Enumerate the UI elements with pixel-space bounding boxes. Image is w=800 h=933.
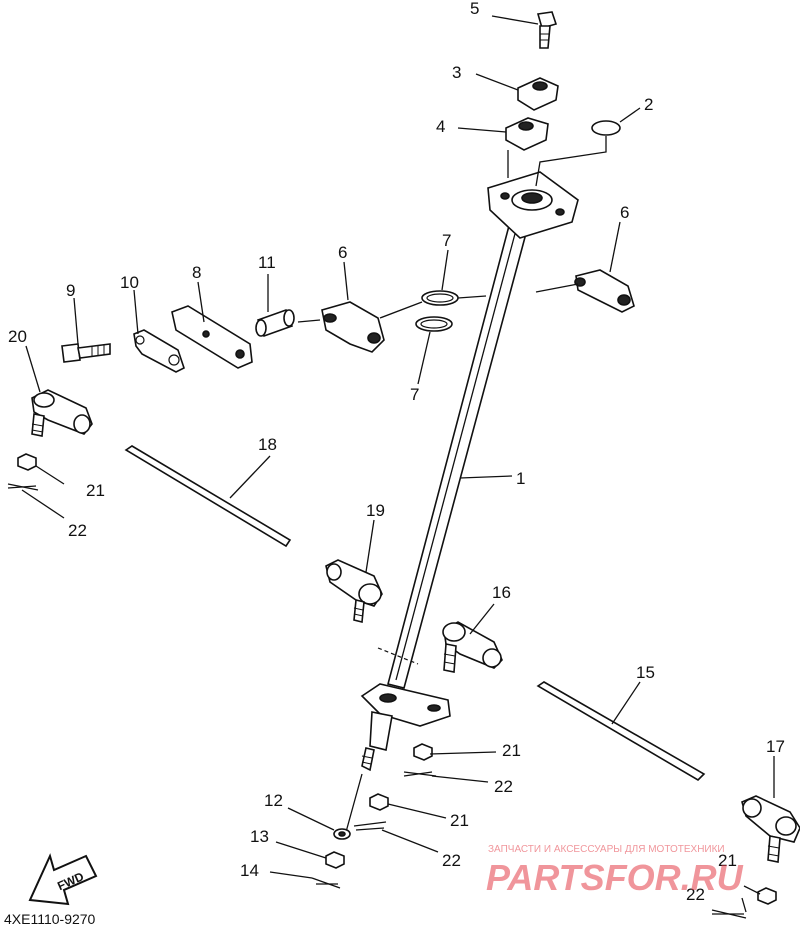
- callout-22-right: 22: [686, 885, 705, 904]
- cotter-pin-right: [711, 909, 747, 919]
- callout-14: 14: [240, 861, 259, 880]
- callout-21-middle-1: 21: [502, 741, 521, 760]
- callout-4: 4: [436, 117, 445, 136]
- callout-7-lower: 7: [410, 385, 419, 404]
- cotter-pin-middle-2: [353, 821, 387, 831]
- washer: [333, 828, 351, 840]
- tie-rod-end-left: [31, 389, 93, 437]
- callout-3: 3: [452, 63, 461, 82]
- callout-13: 13: [250, 827, 269, 846]
- callout-8: 8: [192, 263, 201, 282]
- tie-rod-end-16: [442, 621, 503, 673]
- nut-left: [17, 453, 37, 471]
- cap: [591, 120, 621, 136]
- callout-9: 9: [66, 281, 75, 300]
- diagram-code: 4XE1110-9270: [4, 911, 96, 927]
- nut-right: [757, 887, 777, 905]
- tie-rod-18: [124, 445, 292, 548]
- tie-rod-end-19: [325, 559, 383, 624]
- callout-19: 19: [366, 501, 385, 520]
- callout-5: 5: [470, 0, 479, 18]
- callout-numbers: 5 3 4 2 6 6 7 7 11 8 10 9 20 21 22 18 1 …: [8, 0, 785, 904]
- callout-22-middle-2: 22: [442, 851, 461, 870]
- nut-13: [325, 851, 345, 869]
- callout-17: 17: [766, 737, 785, 756]
- collar-left: [321, 301, 385, 353]
- bolt: [61, 343, 111, 363]
- callout-6-left: 6: [338, 243, 347, 262]
- tie-rod-end-right: [741, 795, 800, 863]
- callout-15: 15: [636, 663, 655, 682]
- seal-lower: [415, 316, 453, 332]
- callout-1: 1: [516, 469, 525, 488]
- callout-7-upper: 7: [442, 231, 451, 250]
- callout-2: 2: [644, 95, 653, 114]
- cotter-pin-left: [7, 483, 39, 491]
- fwd-arrow: FWD: [28, 853, 98, 906]
- callout-6-right: 6: [620, 203, 629, 222]
- cotter-pin-middle-1: [403, 771, 437, 777]
- upper-holder: [517, 77, 559, 111]
- tie-rod-15: [536, 681, 706, 782]
- steering-shaft: [345, 171, 579, 833]
- callout-22-left: 22: [68, 521, 87, 540]
- collar-right: [574, 269, 635, 313]
- callout-21-middle-2: 21: [450, 811, 469, 830]
- callout-22-middle-1: 22: [494, 777, 513, 796]
- nut-middle-2: [369, 793, 389, 811]
- callout-10: 10: [120, 273, 139, 292]
- nut-middle-1: [413, 743, 433, 761]
- callout-18: 18: [258, 435, 277, 454]
- seal-upper: [421, 290, 459, 306]
- watermark-tagline: ЗАПЧАСТИ И АКСЕССУАРЫ ДЛЯ МОТОТЕХНИКИ: [488, 844, 725, 855]
- callout-12: 12: [264, 791, 283, 810]
- callout-21-left: 21: [86, 481, 105, 500]
- watermark: ЗАПЧАСТИ И АКСЕССУАРЫ ДЛЯ МОТОТЕХНИКИ PA…: [486, 844, 744, 898]
- lock-washer: [133, 329, 185, 373]
- bushing: [255, 308, 295, 338]
- plate: [171, 305, 253, 369]
- callout-11: 11: [258, 253, 276, 272]
- callout-16: 16: [492, 583, 511, 602]
- top-bolt: [536, 11, 558, 49]
- cotter-pin-14: [311, 877, 341, 889]
- lower-holder: [505, 117, 549, 151]
- callout-21-right: 21: [718, 851, 737, 870]
- leader-lines: [21, 15, 775, 913]
- callout-20: 20: [8, 327, 27, 346]
- watermark-brand: PARTSFOR.RU: [486, 857, 744, 898]
